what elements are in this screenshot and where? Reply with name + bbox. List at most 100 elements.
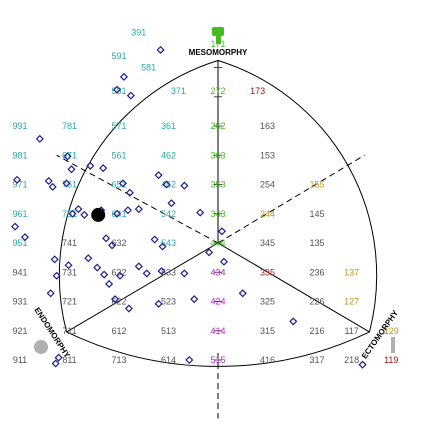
data-point: [108, 241, 117, 250]
data-point: [67, 165, 76, 174]
data-point: [119, 72, 128, 81]
data-point: [154, 171, 163, 180]
data-point: [217, 227, 227, 236]
reference-code: 921: [12, 326, 27, 336]
reference-code: 513: [161, 326, 176, 336]
frame-dash-right: [217, 154, 365, 244]
reference-code: 561: [111, 150, 126, 160]
reference-code: 424: [210, 297, 225, 307]
reference-code: 155: [309, 180, 324, 190]
frame-outline: [58, 59, 378, 367]
reference-code: 325: [260, 297, 275, 307]
data-point: [134, 262, 143, 271]
reference-code: 811: [62, 355, 76, 365]
data-point: [110, 295, 120, 304]
data-point: [125, 188, 134, 197]
data-point: [115, 271, 125, 280]
data-point: [154, 299, 163, 308]
data-point: [62, 179, 71, 188]
reference-code: 711: [62, 326, 76, 336]
reference-code: 781: [62, 121, 77, 131]
reference-code: 721: [62, 297, 77, 307]
data-point: [289, 317, 298, 326]
reference-code: 153: [260, 150, 275, 160]
reference-code: 218: [344, 355, 359, 365]
axis-title-mesomorphy: MESOMORPHY: [189, 48, 248, 57]
reference-code: 543: [161, 238, 176, 248]
data-point: [190, 295, 199, 304]
reference-code: 416: [260, 355, 275, 365]
chart-frame: [56, 59, 378, 419]
reference-code: 129: [384, 326, 399, 336]
reference-code: 612: [111, 326, 126, 336]
reference-code: 145: [309, 209, 324, 219]
data-point: [93, 263, 102, 272]
reference-code: 119: [384, 355, 398, 365]
data-point: [157, 267, 166, 276]
mean-point: [91, 207, 106, 222]
data-point: [46, 289, 55, 298]
data-point: [142, 269, 151, 278]
reference-code: 614: [161, 355, 176, 365]
reference-code: 462: [161, 150, 176, 160]
data-point: [64, 261, 73, 270]
data-point: [156, 45, 165, 54]
reference-code: 571: [111, 121, 126, 131]
data-point: [84, 254, 93, 263]
data-point: [44, 176, 53, 186]
reference-code: 216: [309, 326, 324, 336]
reference-code: 741: [62, 238, 77, 248]
data-point: [124, 304, 133, 313]
reference-code: 651: [111, 180, 126, 190]
data-point: [185, 355, 194, 365]
data-points: [11, 45, 367, 369]
data-point: [99, 164, 108, 173]
reference-code: 226: [309, 297, 324, 307]
endomorph-figure-icon: [34, 340, 48, 354]
reference-code: 272: [210, 86, 225, 96]
reference-code: 941: [12, 267, 27, 277]
reference-code: 244: [260, 209, 275, 219]
data-point: [112, 209, 122, 218]
mesomorph-figure-icon: [212, 27, 224, 44]
data-point: [158, 242, 167, 251]
data-point: [35, 134, 44, 143]
data-point: [51, 359, 60, 368]
data-point: [54, 353, 63, 362]
reference-code: 171: [210, 39, 225, 49]
reference-code: 731: [62, 267, 77, 277]
reference-code: 961: [12, 209, 27, 219]
reference-code: 135: [309, 238, 324, 248]
data-point: [180, 181, 189, 190]
reference-code: 434: [210, 267, 225, 277]
reference-code: 452: [161, 180, 176, 190]
data-point: [180, 269, 189, 278]
data-point: [196, 208, 205, 217]
reference-code: 391: [131, 27, 146, 37]
data-point: [12, 175, 22, 184]
reference-code: 523: [161, 297, 176, 307]
data-point: [80, 210, 89, 219]
frame-axis-endo: [66, 242, 219, 333]
reference-code: 591: [111, 51, 126, 61]
data-point: [52, 271, 61, 280]
data-point: [219, 257, 228, 266]
reference-code: 262: [210, 121, 225, 131]
frame-dash-left: [56, 154, 219, 244]
axis-markers: [34, 27, 395, 354]
data-point: [11, 222, 20, 231]
data-point: [50, 255, 59, 264]
data-point: [205, 248, 214, 257]
reference-code: 343: [210, 209, 225, 219]
reference-code: 345: [260, 238, 275, 248]
data-point: [162, 180, 171, 189]
reference-code: 581: [141, 63, 156, 73]
reference-code: 991: [12, 121, 27, 131]
ectomorph-figure-icon: [391, 337, 395, 353]
reference-code: 713: [111, 355, 126, 365]
reference-code: 353: [210, 180, 225, 190]
reference-code: 632: [111, 238, 126, 248]
reference-code: 533: [161, 267, 176, 277]
frame-axis-ecto: [217, 242, 370, 333]
